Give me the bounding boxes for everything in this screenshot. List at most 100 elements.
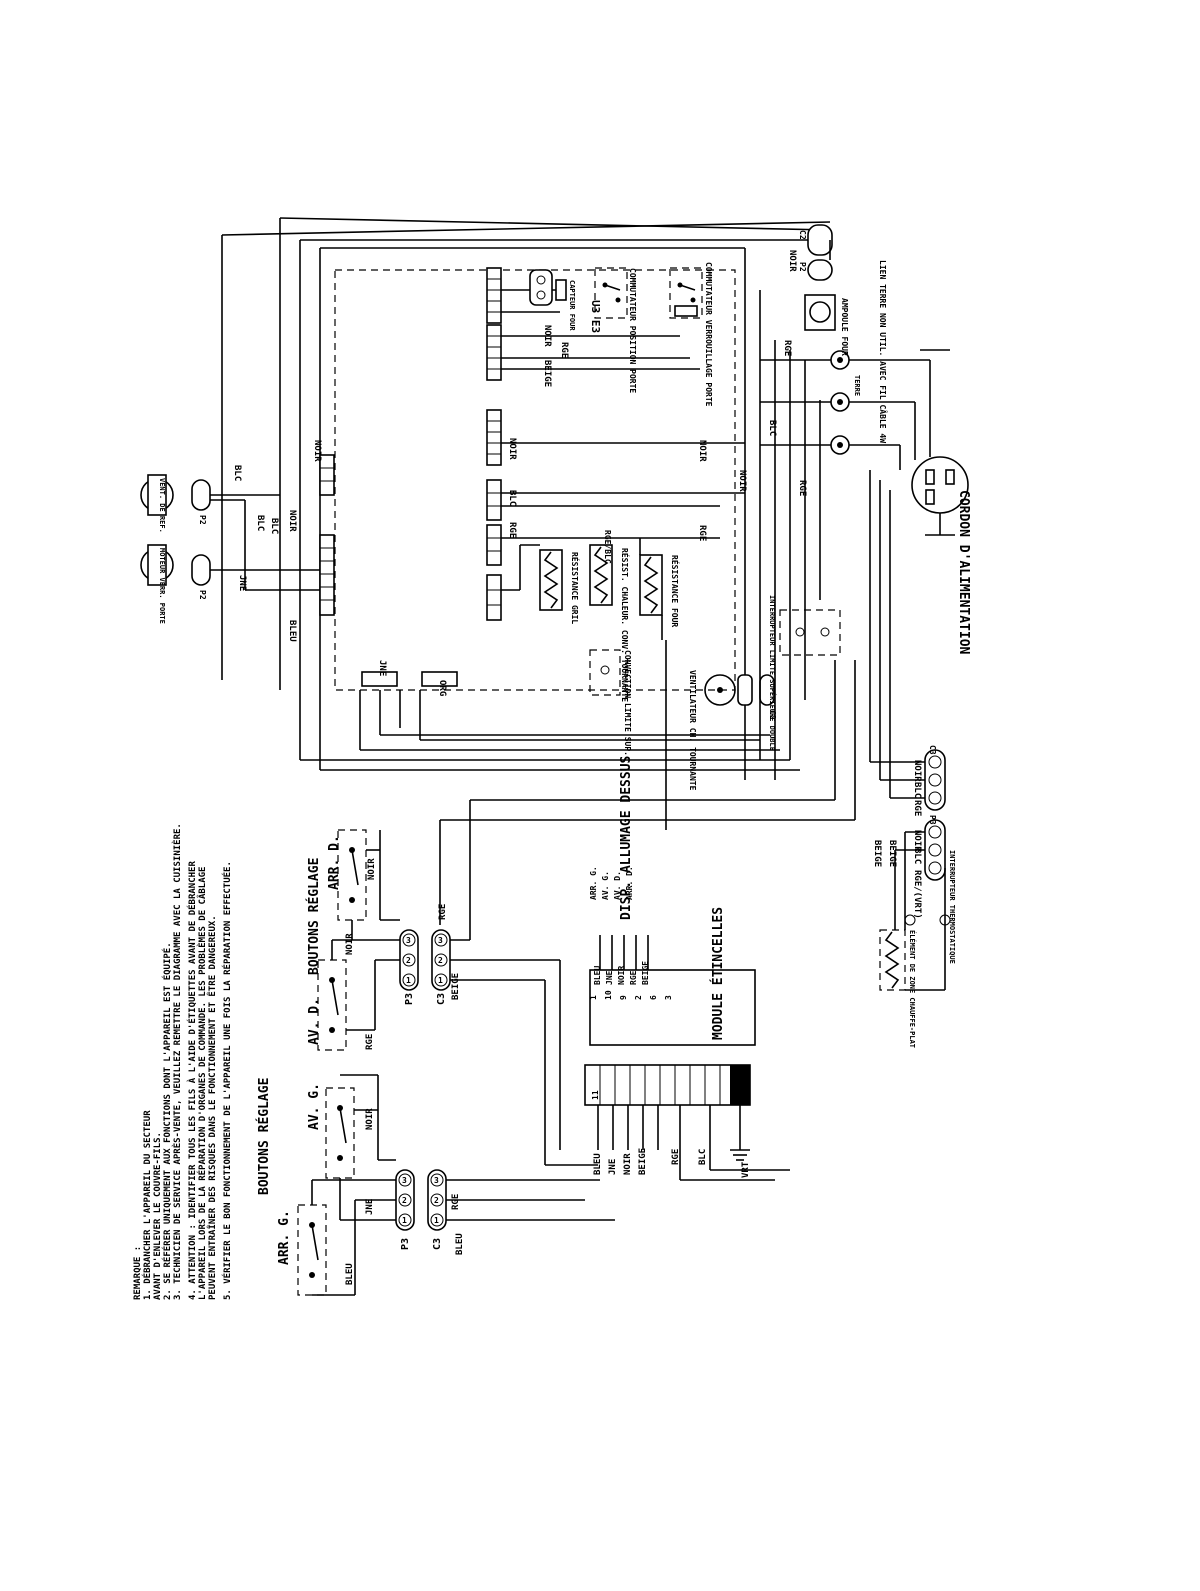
ignition-output-1: AV. G.	[601, 871, 610, 900]
fan-wire-noir: NOIR	[287, 510, 297, 532]
module-pin-4: 6	[649, 995, 658, 1000]
wire-label-beige-1: BEIGE	[451, 973, 461, 1000]
harness-wire-noir-1: NOIR	[542, 325, 552, 347]
c3-connector-warmer	[924, 749, 946, 811]
arr-g-switch	[297, 1204, 327, 1296]
harness-wire-rge-2: RGE	[507, 522, 517, 538]
ignition-output-3: ARR. D.	[625, 866, 634, 900]
harness-wire-noir-2: NOIR	[507, 438, 517, 460]
harness-wire-rge-1: RGE	[559, 342, 569, 358]
motor-p2-label: P2	[198, 590, 207, 600]
board-connector-7	[319, 454, 335, 496]
module-wire-jne: JNE	[605, 970, 614, 985]
warmer-element-label: ÉLÉMENT DE ZONE CHAUFFE-PLAT	[908, 930, 917, 1048]
convection-limit: CONVECTION LIMITE SUP.	[589, 649, 632, 756]
warmer-wire-beige-1: BEIGE	[872, 840, 882, 867]
c3-right-pin-3: 3	[438, 936, 443, 945]
ui-board-label: U3 E3	[589, 300, 602, 333]
warmer-element	[879, 929, 906, 991]
board-connector-5	[486, 524, 502, 566]
notes-line-5: 4. ATTENTION : IDENTIFIER TOUS LES FILS …	[186, 861, 198, 1300]
notes-line-8: 5. VÉRIFIER LE BON FONCTIONNEMENT DE L'A…	[221, 861, 233, 1300]
oven-harness: U3 E3	[221, 217, 856, 925]
board-wire-beige: BEIGE	[638, 1148, 648, 1175]
c3-left-pin-3: 3	[434, 1176, 439, 1185]
c3-right-pin-2: 2	[438, 956, 443, 965]
top-wire-noir: NOIR	[787, 250, 797, 272]
bake-element: RÉSISTANCE FOUR	[639, 538, 681, 640]
notes-line-6: L'APPAREIL LORS DE LA RÉPARATION D'ORGAN…	[196, 867, 208, 1300]
wire-label-bleu-1: BLEU	[345, 1263, 355, 1285]
door-position-switch-label: COMMUTATEUR POSITION PORTE	[628, 268, 637, 393]
left-knobs-title: BOUTONS RÉGLAGE	[256, 1078, 272, 1195]
top-c2-label: C2	[798, 230, 807, 240]
oven-light-label: AMPOULE FOUR	[840, 298, 849, 356]
door-motor: MOTEUR VERR. PORTE P2	[140, 544, 211, 624]
module-wire-noir: NOIR	[617, 966, 626, 985]
right-knobs-section: AV. D. BOUTONS RÉGLAGE ARR. D. 3 2 1 P3 …	[306, 800, 560, 1051]
harness-wire-rge-3: RGE	[697, 525, 707, 541]
spark-module: MODULE ÉTINCELLES 1 10 9 2 6 3 DISP. ALL…	[589, 755, 756, 1046]
board-pin-0: 11	[591, 1090, 600, 1100]
ignition-output-2: AV. D.	[613, 871, 622, 900]
notes-line-3: 2. SE RÉFÉRER UNIQUEMENT AUX FONCTIONS D…	[161, 942, 173, 1300]
notes-line-0: REMARQUE :	[133, 1246, 143, 1300]
right-knobs-title: BOUTONS RÉGLAGE	[306, 858, 322, 975]
wire-label-noir-2: NOIR	[345, 933, 355, 955]
harness-wire-noir-3: NOIR	[697, 440, 707, 462]
c3-right-label: C3	[436, 993, 447, 1005]
p3-connector-warmer	[924, 819, 946, 881]
module-wire-beige: BEIGE	[641, 961, 650, 985]
board-connector-4	[486, 479, 502, 521]
broil-element: RÉSISTANCE GRIL	[519, 544, 581, 624]
cooling-fan: VENT. DE REF. P2	[140, 474, 211, 533]
notes-line-1: 1. DÉBRANCHER L'APPAREIL DU SECTEUR	[141, 1110, 153, 1300]
c3-left-pin-2: 2	[434, 1196, 439, 1205]
door-position-switch: COMMUTATEUR POSITION PORTE	[594, 267, 637, 393]
power-terminal-block: TERRE LIEN TERRE NON UTIL. AVEC FIL CÂBL…	[760, 260, 930, 455]
warmer-wire-rge-vrt: RGE/(VRT)	[912, 870, 922, 919]
fan-c2-label: C2	[768, 710, 777, 720]
terre-label: TERRE	[853, 375, 861, 396]
wire-label-rge-2: RGE	[365, 1034, 375, 1050]
convection-heater: RÉSIST. CHALEUR. CONV. TOURNANTE RGE/BLC	[589, 530, 631, 702]
av-g-switch	[325, 1087, 355, 1179]
terminal-strip	[584, 1064, 751, 1106]
thermal-switch-label: INTERRUPTEUR THERMOSTATIQUE	[948, 850, 956, 964]
harness-wire-jne: JNE	[237, 575, 247, 591]
av-d-switch	[317, 959, 347, 1051]
harness-wire-orn: ORG	[437, 680, 447, 696]
warmer-wire-noir-2: NOIR	[912, 830, 922, 852]
p3-left-pin-2: 2	[402, 1196, 407, 1205]
board-wire-bleu: BLEU	[593, 1153, 603, 1175]
av-g-label: AV. G.	[307, 1083, 322, 1130]
warmer-wire-noir: NOIR	[912, 760, 922, 782]
board-connector-3	[486, 409, 502, 466]
door-motor-label: MOTEUR VERR. PORTE	[158, 548, 166, 624]
av-d-label: AV. D.	[307, 998, 322, 1045]
power-cord: CORDON D'ALIMENTATION	[899, 360, 971, 655]
bus-wire-rge-2: RGE	[797, 480, 807, 496]
door-lock-switch: COMMUTATEUR VERROUILLAGE PORTE	[669, 262, 713, 407]
notes-line-7: PEUVENT ENTRAÎNER DES RISQUES DANS LE FO…	[206, 915, 218, 1300]
warmer-zone: C3 NOIR BLC RGE P3 NOIR BLC RGE/(VRT) ÉL…	[869, 470, 956, 1048]
notes-line-4: 3. TECHNICIEN DE SERVICE APRÈS-VENTE, VE…	[171, 823, 183, 1300]
harness-wire-blc-1: BLC	[507, 490, 517, 506]
notes-line-2: AVANT D'ENLEVER LE COUVRE-FILS.	[153, 1132, 163, 1300]
harness-wire-jne-2: JNE	[377, 660, 387, 676]
board-connector-2	[486, 324, 502, 381]
convection-fan: VENTILATEUR CH. TOURNANTE	[688, 670, 753, 791]
left-knobs-section: BOUTONS RÉGLAGE ARR. G. AV. G. 3 2 1 P3	[256, 1074, 615, 1296]
module-box	[589, 969, 756, 1046]
warmer-wire-rge: RGE	[912, 800, 922, 816]
wire-label-jne-1: JNE	[365, 1199, 375, 1215]
module-pin-5: 3	[664, 995, 673, 1000]
module-pin-0: 1	[589, 995, 598, 1000]
harness-wire-noir-top: NOIR	[312, 440, 322, 462]
wire-label-noir-1: NOIR	[365, 1108, 375, 1130]
board-connector-8	[319, 534, 335, 616]
oven-sensor: CAPTEUR FOUR	[529, 269, 576, 331]
wire-label-bleu-2: BLEU	[455, 1233, 465, 1255]
